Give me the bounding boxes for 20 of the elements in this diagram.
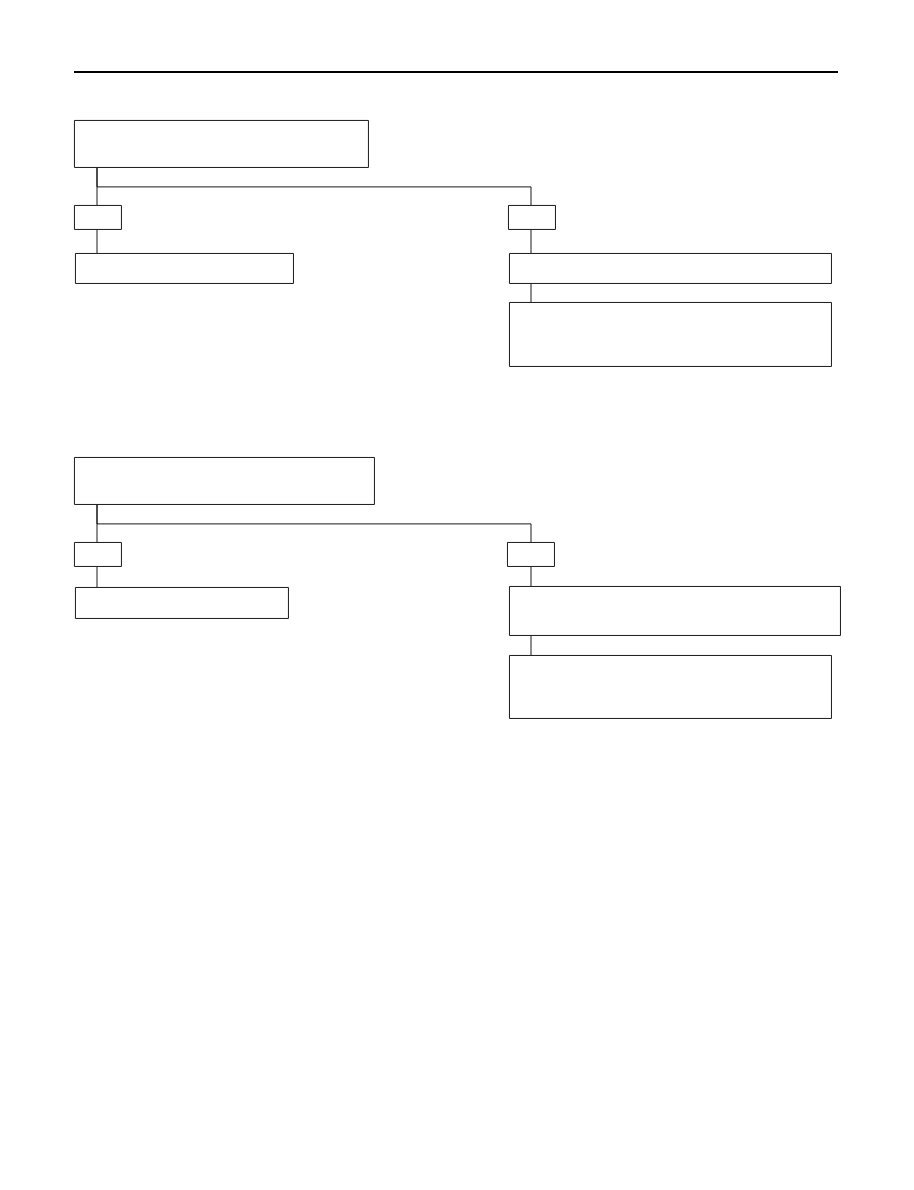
empty-box xyxy=(74,542,122,567)
empty-box xyxy=(75,253,294,284)
empty-box xyxy=(509,302,832,367)
connector-line xyxy=(96,229,98,254)
connector-line xyxy=(96,504,532,543)
empty-box xyxy=(509,253,832,284)
empty-box xyxy=(75,587,289,619)
empty-box xyxy=(74,120,369,168)
connector-line xyxy=(96,566,98,588)
connector-line xyxy=(530,566,532,587)
empty-box xyxy=(509,655,832,719)
empty-box xyxy=(74,205,122,230)
connector-line xyxy=(96,167,532,206)
connector-line xyxy=(530,229,532,254)
empty-box xyxy=(507,542,555,567)
connector-line xyxy=(530,283,532,303)
connector-line xyxy=(530,635,532,656)
empty-box xyxy=(74,457,375,505)
empty-box xyxy=(508,205,556,230)
empty-box xyxy=(509,586,841,636)
